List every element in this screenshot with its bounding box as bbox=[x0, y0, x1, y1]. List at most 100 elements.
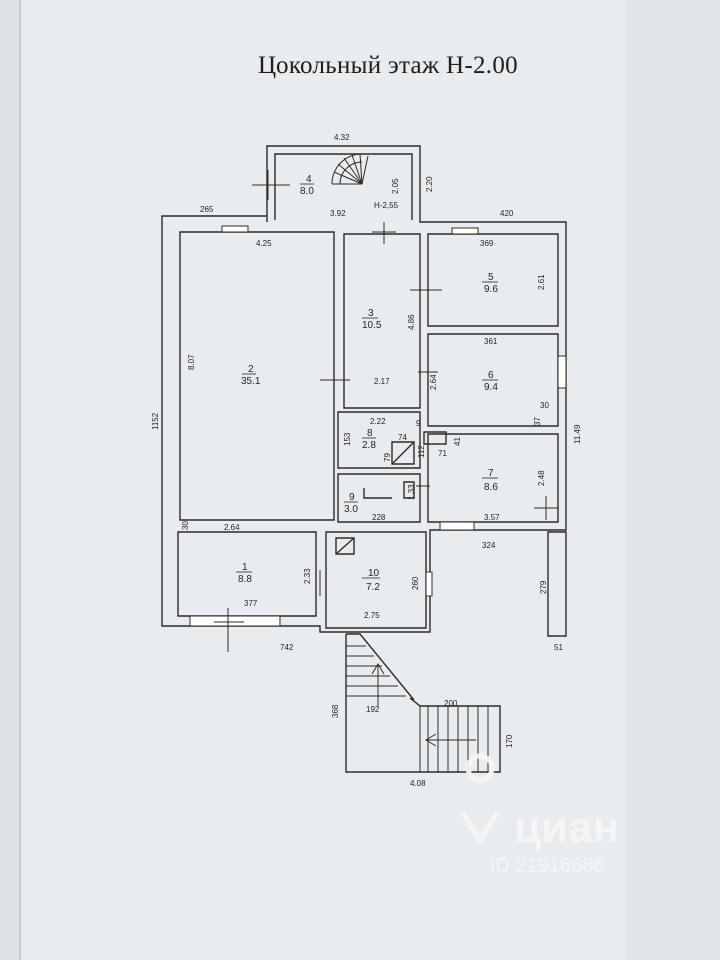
stair-top-edge bbox=[346, 633, 415, 701]
dim-2-20: 2.20 bbox=[425, 176, 434, 192]
room8-shaft bbox=[391, 441, 415, 465]
room-5-number: 5 bbox=[488, 272, 494, 283]
dim-2-05: 2.05 bbox=[391, 178, 400, 194]
dim-2-61: 2.61 bbox=[537, 274, 546, 290]
window-room2-top bbox=[221, 225, 249, 233]
dim-79: 79 bbox=[383, 453, 392, 462]
dim-1152: 1152 bbox=[151, 412, 160, 430]
dim-324: 324 bbox=[482, 541, 496, 550]
room6-walls bbox=[427, 333, 559, 427]
watermark-brand: циан bbox=[514, 803, 619, 852]
dim-153: 153 bbox=[343, 432, 352, 446]
spiral-stair-icon bbox=[331, 153, 369, 185]
room-1-number: 1 bbox=[242, 562, 248, 573]
room-3-area: 10.5 bbox=[362, 320, 382, 331]
window-room6-right bbox=[557, 355, 567, 389]
dim-74: 74 bbox=[398, 433, 407, 442]
dim-2-22: 2.22 bbox=[370, 417, 386, 426]
dim-2-75: 2.75 bbox=[364, 611, 380, 620]
dim-377: 377 bbox=[244, 599, 258, 608]
dim-112: 112 bbox=[417, 445, 426, 458]
windows bbox=[189, 225, 567, 627]
dim-2-17: 2.17 bbox=[374, 377, 390, 386]
room-2-number: 2 bbox=[248, 364, 254, 375]
room-7-area: 8.6 bbox=[484, 482, 498, 493]
room-7-number: 7 bbox=[488, 468, 494, 479]
room7-walls bbox=[427, 433, 559, 523]
room10-hatch bbox=[335, 537, 355, 555]
outer-wall bbox=[161, 145, 567, 633]
window-room7-bottom bbox=[439, 521, 475, 531]
stair-outline bbox=[345, 634, 501, 773]
dim-9: 9 bbox=[416, 419, 421, 428]
room-10-area: 7.2 bbox=[366, 582, 380, 593]
dim-361: 361 bbox=[484, 337, 498, 346]
room-4-area: 8.0 bbox=[300, 186, 314, 197]
dim-4-25: 4.25 bbox=[256, 239, 272, 248]
room-labels: 2 35.1 3 10.5 4 8.0 5 9.6 6 9.4 7 8.6 8 … bbox=[236, 174, 498, 593]
plan-title: Цокольный этаж Н-2.00 bbox=[258, 52, 518, 79]
right-page-shade bbox=[625, 0, 720, 960]
dim-2-64-v: 2.64 bbox=[429, 374, 438, 390]
dim-1-33: 1.33 bbox=[407, 484, 416, 500]
room10-hatch-diagonal bbox=[335, 537, 355, 555]
dim-260: 260 bbox=[411, 576, 420, 590]
dim-420: 420 bbox=[500, 209, 514, 218]
room9-box bbox=[403, 481, 415, 499]
dim-30: 30 bbox=[540, 401, 549, 410]
dim-51: 51 bbox=[554, 643, 563, 652]
window-room10-right bbox=[425, 571, 433, 597]
level-mark: Н-2,55 bbox=[374, 201, 399, 210]
room-5-area: 9.6 bbox=[484, 284, 498, 295]
room8-shaft-diagonal bbox=[391, 441, 415, 465]
room2-walls bbox=[179, 231, 335, 521]
utility-box bbox=[423, 431, 447, 445]
door-marks bbox=[214, 170, 558, 652]
dim-2-48: 2.48 bbox=[537, 470, 546, 486]
dim-8-07: 8.07 bbox=[187, 354, 196, 370]
map-pin-icon bbox=[459, 753, 501, 845]
dim-170: 170 bbox=[505, 734, 514, 748]
watermark-id: ID 21916686 bbox=[490, 855, 605, 877]
room8-walls bbox=[337, 411, 421, 469]
page-shadow bbox=[0, 0, 20, 960]
room-9-area: 3.0 bbox=[344, 504, 358, 515]
right-annex-wall bbox=[547, 531, 567, 637]
dim-228: 228 bbox=[372, 513, 386, 522]
room9-walls bbox=[337, 473, 421, 523]
dim-279: 279 bbox=[539, 580, 548, 594]
dim-2-64-h: 2.64 bbox=[224, 523, 240, 532]
room4-inner-wall bbox=[274, 153, 413, 220]
dim-4-86: 4.86 bbox=[407, 314, 416, 330]
dim-3-57: 3.57 bbox=[484, 513, 500, 522]
dim-3-92: 3.92 bbox=[330, 209, 346, 218]
dim-2-33: 2.33 bbox=[303, 568, 312, 584]
room-1-area: 8.8 bbox=[238, 574, 252, 585]
room-4-number: 4 bbox=[306, 174, 312, 185]
dim-742: 742 bbox=[280, 643, 294, 652]
dim-192: 192 bbox=[366, 705, 380, 714]
room9-partition bbox=[363, 488, 392, 499]
dim-368: 368 bbox=[331, 704, 340, 718]
dim-41: 41 bbox=[453, 437, 462, 446]
dim-11-49: 11.49 bbox=[573, 424, 582, 444]
dim-4-32: 4.32 bbox=[334, 133, 350, 142]
room-6-number: 6 bbox=[488, 370, 494, 381]
dim-37: 37 bbox=[533, 417, 542, 426]
room10-walls bbox=[325, 531, 427, 629]
dim-71: 71 bbox=[438, 449, 447, 458]
stair-treads bbox=[346, 645, 489, 772]
room-3-number: 3 bbox=[368, 308, 374, 319]
room1-walls bbox=[177, 531, 317, 617]
dim-200: 200 bbox=[444, 699, 458, 708]
room-6-area: 9.4 bbox=[484, 382, 498, 393]
room-8-area: 2.8 bbox=[362, 440, 376, 451]
room3-walls bbox=[343, 233, 421, 409]
walls bbox=[161, 145, 567, 773]
cian-watermark: циан ID 21916686 bbox=[459, 753, 619, 877]
window-room5-top bbox=[451, 227, 479, 235]
room-10-number: 10 bbox=[368, 568, 380, 579]
dim-4-08: 4.08 bbox=[410, 779, 426, 788]
dim-265: 265 bbox=[200, 205, 214, 214]
